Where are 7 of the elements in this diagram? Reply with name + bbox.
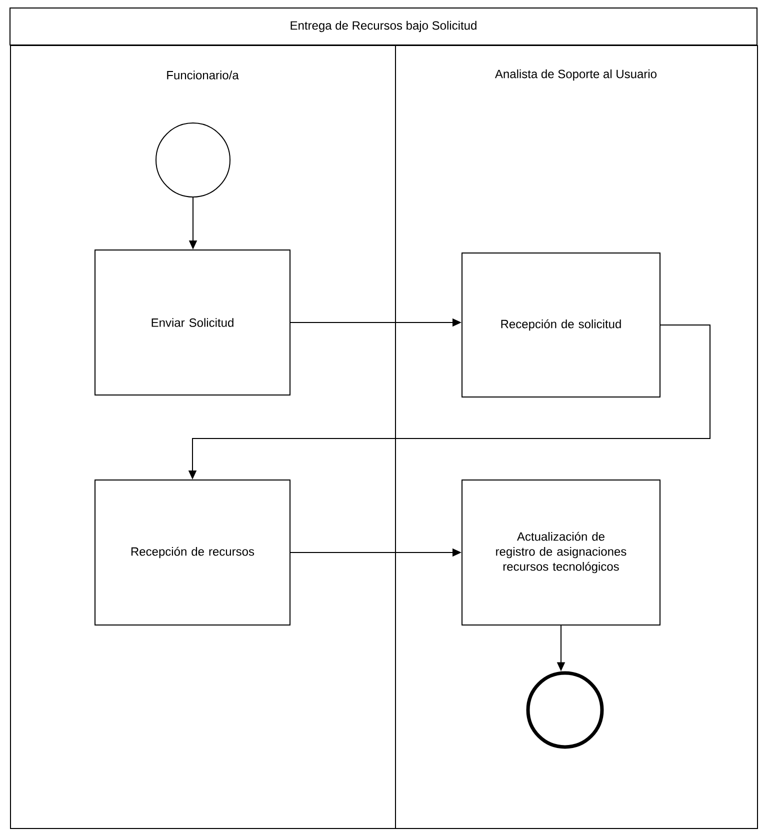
process-box: Recepción de recursos [94, 480, 290, 626]
process-box: Enviar Solicitud [94, 250, 290, 396]
event-circle [156, 122, 230, 198]
title-bar: Entrega de Recursos bajo Solicitud [10, 8, 758, 46]
event-circle [526, 671, 604, 749]
process-box: Actualización de registro de asignaciones recursos tecnológicos [462, 480, 660, 626]
process-box: Recepción de solicitud [462, 252, 660, 398]
